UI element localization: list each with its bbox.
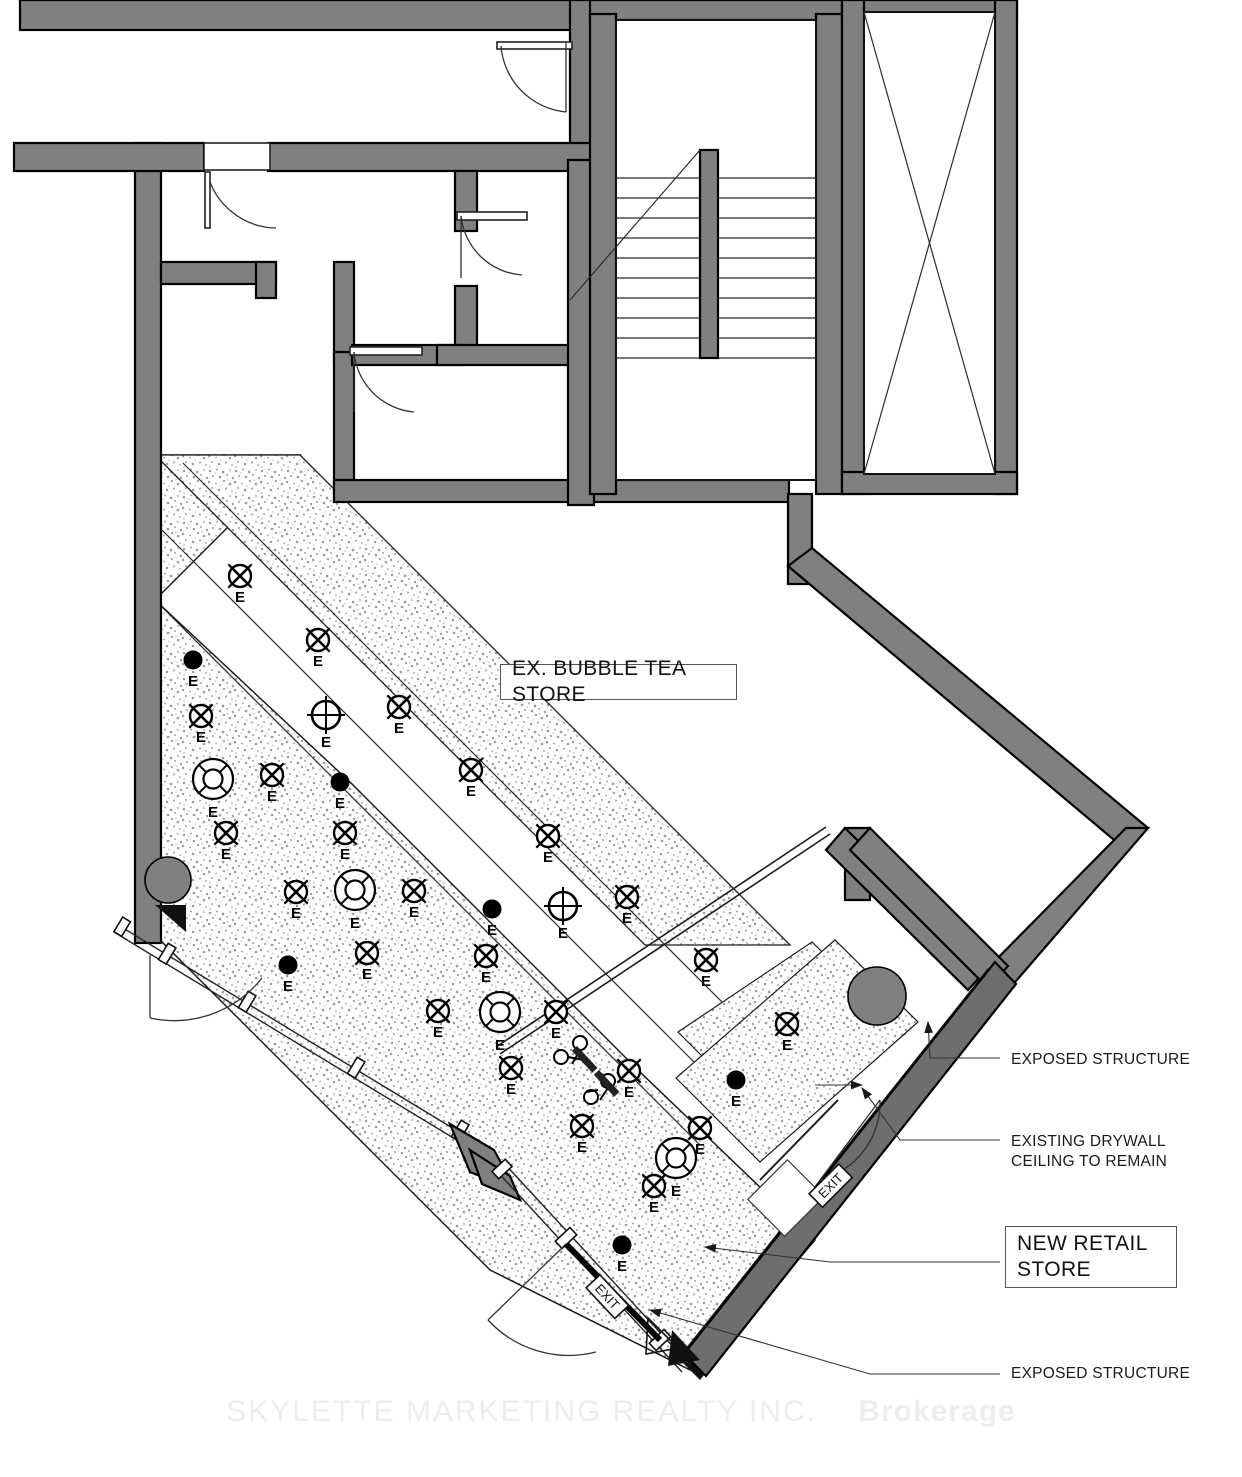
- fixture-label: E: [433, 1024, 443, 1041]
- ceiling-fixture-x-in-circle: E: [227, 563, 253, 606]
- ceiling-fixture-x-in-circle: E: [693, 947, 719, 990]
- fixture-label: E: [481, 969, 491, 986]
- ceiling-fixture-x-in-circle: E: [354, 940, 380, 983]
- fixture-label: E: [551, 1025, 561, 1042]
- fixture-label: E: [782, 1037, 792, 1054]
- fixture-label: E: [487, 922, 497, 939]
- shaft-cross-line: [863, 11, 996, 475]
- fixture-label: E: [208, 804, 218, 821]
- fixture-label: E: [394, 720, 404, 737]
- ceiling-fixture-filled-dot: E: [183, 650, 203, 690]
- ceiling-fixture-x-in-circle: E: [687, 1115, 713, 1158]
- elevator-shaft: [840, 0, 1019, 496]
- ceiling-fixture-x-in-circle: E: [543, 999, 569, 1042]
- callout-new-retail-store: NEW RETAIL STORE: [1005, 1226, 1177, 1288]
- fixture-label: E: [577, 1139, 587, 1156]
- fixture-label: E: [340, 846, 350, 863]
- ceiling-fixture-x-in-circle: E: [458, 757, 484, 800]
- corner-marker: [155, 905, 700, 1366]
- ceiling-fixture-x-in-circle: E: [641, 1173, 667, 1216]
- ceiling-fixture-x-in-circle: E: [498, 1055, 524, 1098]
- fixture-label: E: [362, 966, 372, 983]
- ceiling-fixture-x-in-circle: E: [614, 884, 640, 927]
- fixture-label: E: [671, 1183, 681, 1200]
- ceiling-fixture-donut-circle: E: [333, 868, 377, 932]
- east-angled-walls: [786, 492, 1151, 992]
- ceiling-fixture-x-in-circle: E: [425, 998, 451, 1041]
- pendant-fixtures: [553, 1035, 620, 1105]
- ceiling-fixture-x-in-circle: E: [305, 627, 331, 670]
- interior-doors: [203, 41, 573, 413]
- fixture-label: E: [321, 734, 331, 751]
- column-west: [144, 856, 192, 904]
- ceiling-fixture-x-in-circle: E: [569, 1113, 595, 1156]
- leader-lines: [648, 1020, 1000, 1375]
- fixture-label: E: [267, 788, 277, 805]
- ceiling-fixture-x-in-circle: E: [213, 820, 239, 863]
- ceiling-fixture-donut-circle: E: [654, 1136, 698, 1200]
- stair-enclosure: [569, 12, 844, 496]
- fixture-label: E: [313, 653, 323, 670]
- ceiling-fixture-filled-dot: E: [726, 1070, 746, 1110]
- fixture-label: E: [624, 1084, 634, 1101]
- ceiling-fixture-crosshair-circle: E: [307, 696, 345, 751]
- fixture-label: E: [221, 846, 231, 863]
- fixture-label: E: [409, 904, 419, 921]
- ceiling-fixture-x-in-circle: E: [188, 703, 214, 746]
- callout-new-retail-text: NEW RETAIL STORE: [1017, 1231, 1148, 1281]
- fixture-label: E: [283, 978, 293, 995]
- storefront-glazing-west: [112, 915, 493, 1160]
- annotation-exposed-structure-top: EXPOSED STRUCTURE: [1011, 1051, 1191, 1068]
- ceiling-fixture-crosshair-circle: E: [544, 887, 582, 942]
- ceiling-fixture-x-in-circle: E: [774, 1011, 800, 1054]
- fixture-label: E: [731, 1093, 741, 1110]
- callout-bubble-tea-text: EX. BUBBLE TEA STORE: [512, 656, 686, 706]
- column-east: [847, 966, 907, 1026]
- fixture-label: E: [695, 1141, 705, 1158]
- ceiling-fixture-x-in-circle: E: [283, 879, 309, 922]
- fixture-label: E: [506, 1081, 516, 1098]
- ceiling-fixture-filled-dot: E: [278, 955, 298, 995]
- stair-direction-line: [569, 149, 701, 301]
- ceiling-fixture-x-in-circle: E: [332, 820, 358, 863]
- fixture-label: E: [291, 905, 301, 922]
- fixture-label: E: [235, 589, 245, 606]
- fixture-label: E: [543, 849, 553, 866]
- ceiling-fixture-x-in-circle: E: [616, 1058, 642, 1101]
- fixture-label: E: [701, 973, 711, 990]
- ceiling-fixture-filled-dot: E: [482, 899, 502, 939]
- fixture-label: E: [622, 910, 632, 927]
- fixture-label: E: [335, 795, 345, 812]
- fixture-label: E: [558, 925, 568, 942]
- ceiling-fixture-x-in-circle: E: [259, 762, 285, 805]
- callout-ex-bubble-tea-store: EX. BUBBLE TEA STORE: [500, 657, 737, 706]
- ceiling-fixture-x-in-circle: E: [473, 943, 499, 986]
- ceiling-fixture-x-in-circle: E: [535, 823, 561, 866]
- ceiling-fixture-x-in-circle: E: [401, 878, 427, 921]
- fixture-label: E: [188, 673, 198, 690]
- structural-columns: [144, 856, 907, 1026]
- ceiling-fixture-filled-dot: E: [612, 1235, 632, 1275]
- fixture-label: E: [617, 1258, 627, 1275]
- ceiling-fixture-donut-circle: E: [191, 757, 235, 821]
- ceiling-fixture-filled-dot: E: [330, 772, 350, 812]
- fixture-label: E: [196, 729, 206, 746]
- ceiling-fixture-donut-circle: E: [478, 990, 522, 1054]
- fixture-label: E: [649, 1199, 659, 1216]
- ceiling-fixture-x-in-circle: E: [386, 694, 412, 737]
- fixture-label: E: [350, 915, 360, 932]
- fixture-label: E: [466, 783, 476, 800]
- annotation-existing-drywall: EXISTING DRYWALL CEILING TO REMAIN: [1011, 1133, 1168, 1170]
- ceiling-fixture-layer: E E E E E E E E E E E E E E E E E E E E E E E E E E E E E E E E E E E: [183, 563, 800, 1275]
- annotation-exposed-structure-bottom: EXPOSED STRUCTURE: [1011, 1365, 1191, 1382]
- fixture-label: E: [495, 1037, 505, 1054]
